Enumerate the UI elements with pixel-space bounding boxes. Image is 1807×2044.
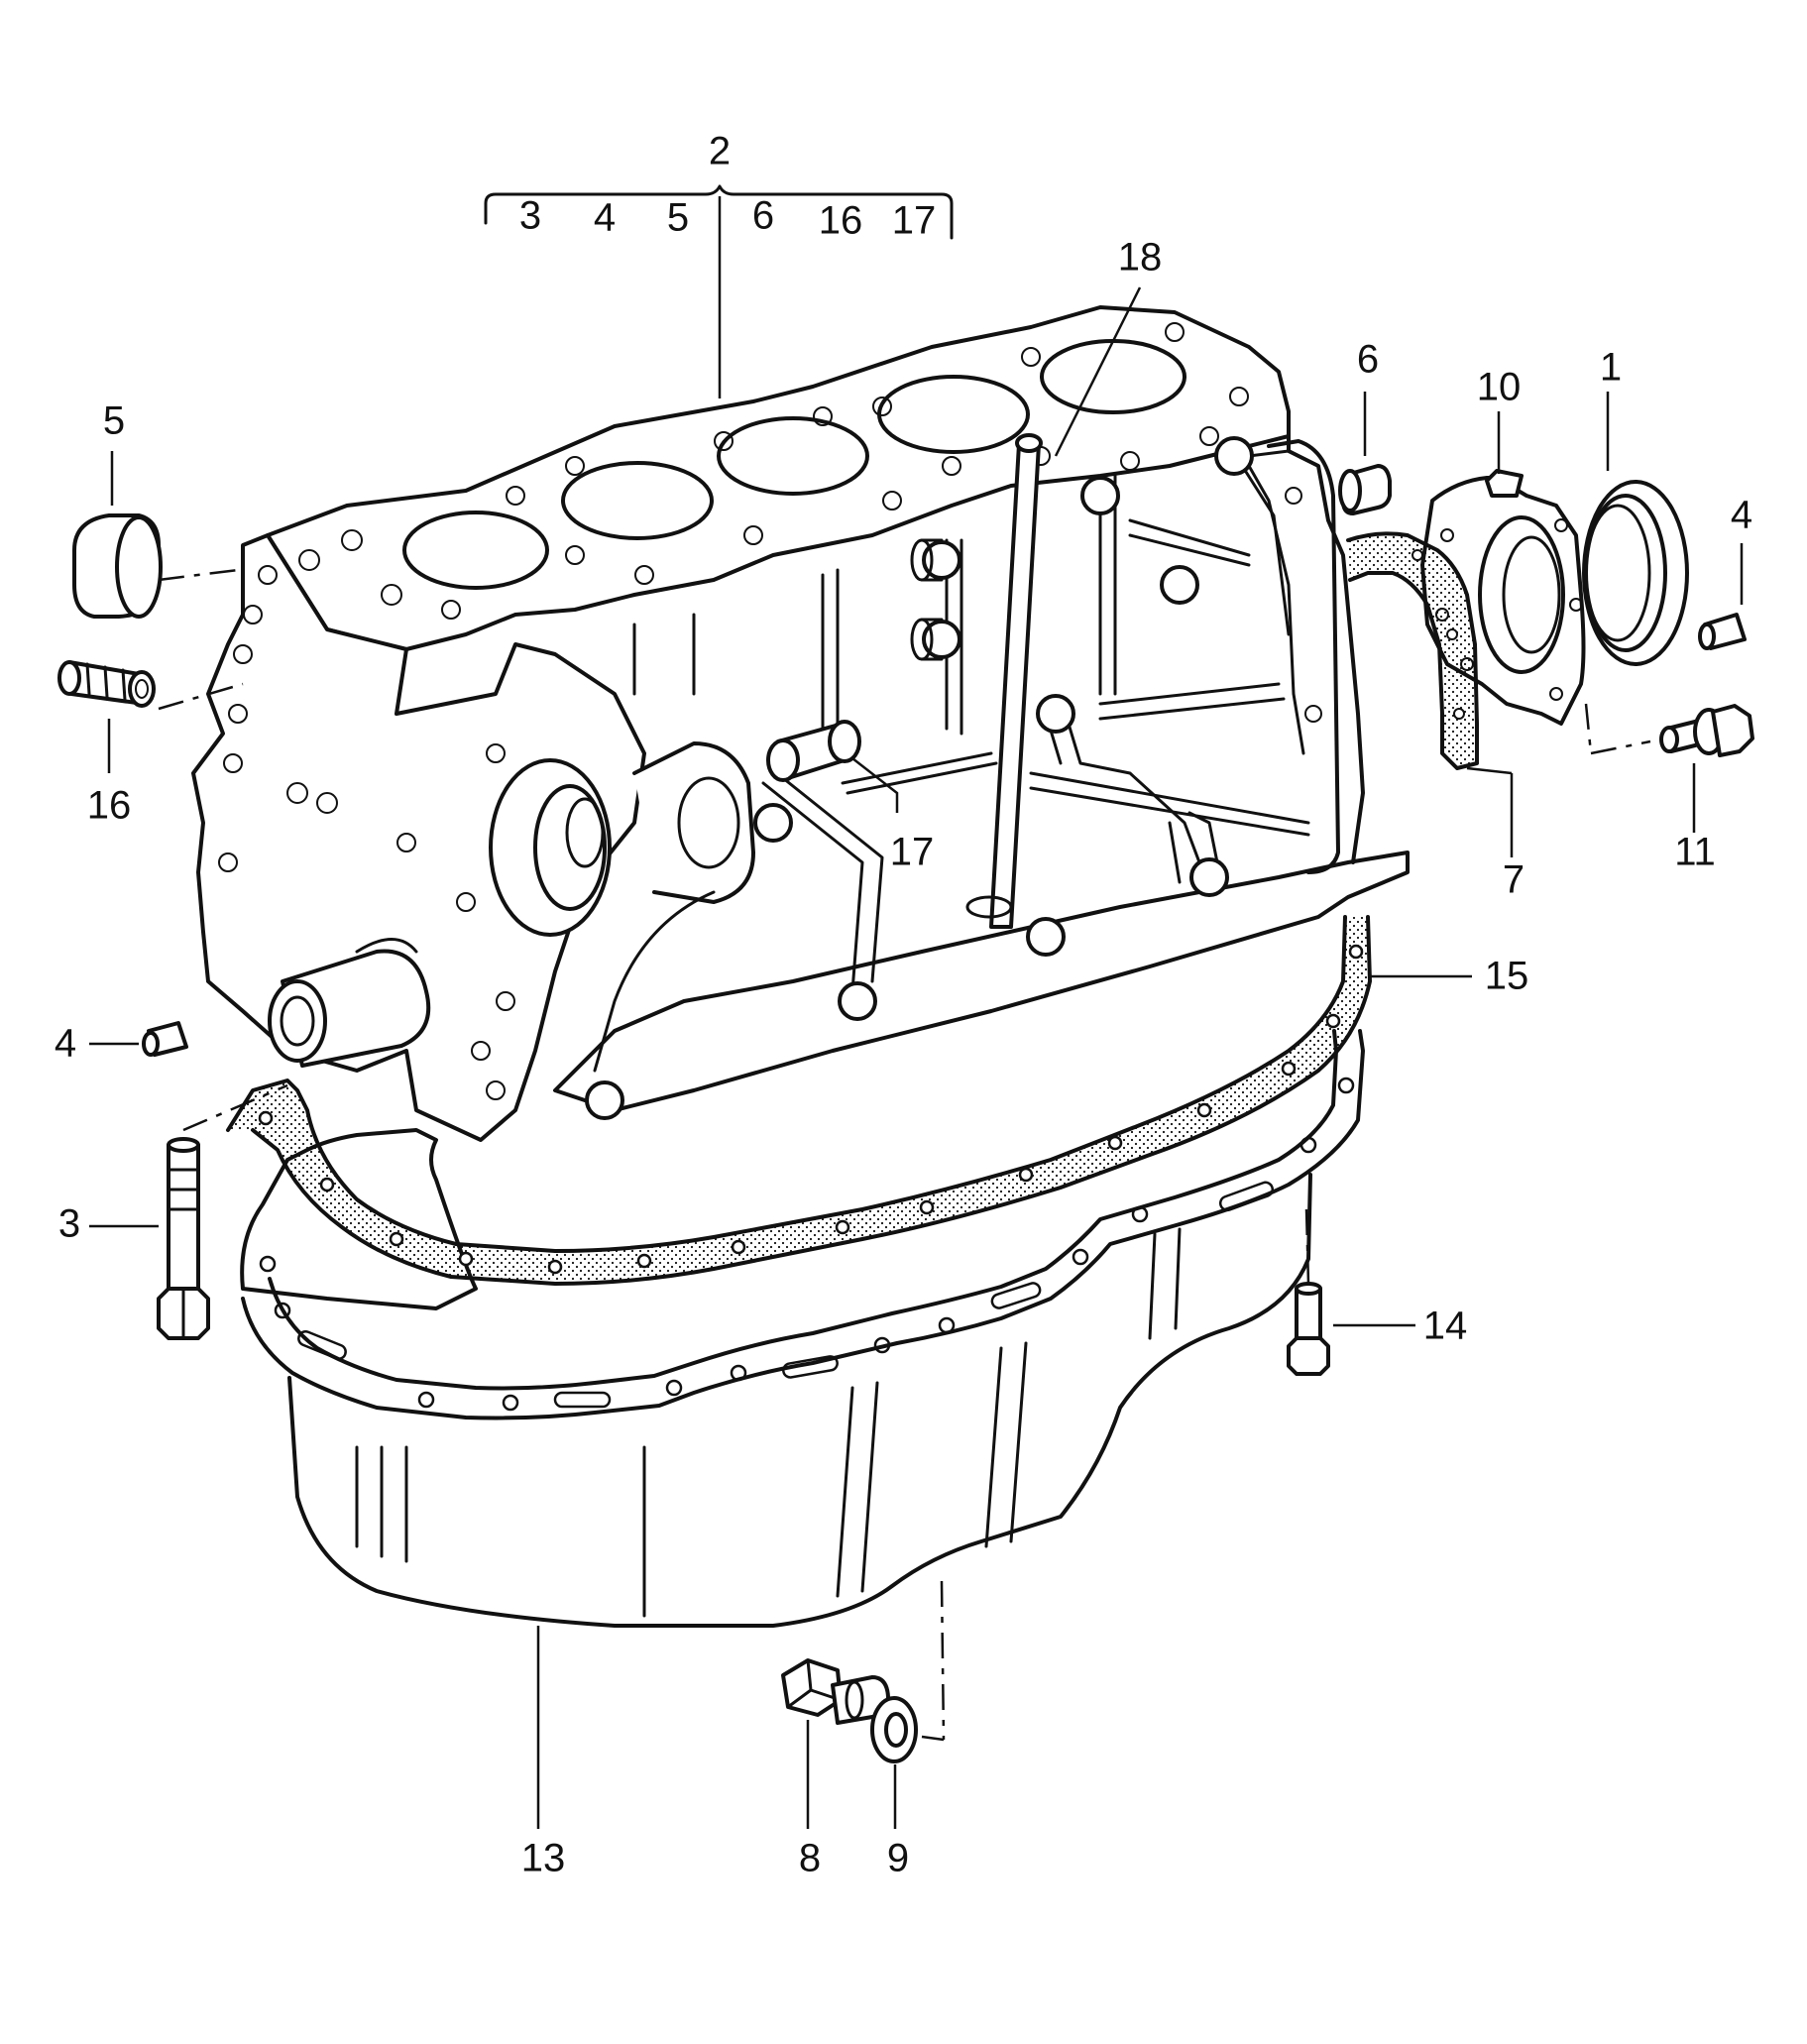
label-part-14: 14	[1423, 1305, 1468, 1348]
label-group-item-4: 4	[594, 196, 616, 240]
label-group-2: 2	[709, 130, 731, 173]
leader-lines	[89, 286, 1744, 1829]
label-part-15: 15	[1485, 955, 1529, 998]
part-1-seal-ring	[1582, 480, 1689, 666]
label-part-13: 13	[521, 1837, 566, 1880]
part-8-drain-plug	[781, 1658, 890, 1725]
label-group-item-17: 17	[892, 199, 937, 243]
label-group-item-6: 6	[752, 194, 774, 238]
oil-pan-gasket	[226, 915, 1372, 1286]
label-part-4-left: 4	[55, 1022, 76, 1066]
part-14-bolt	[1287, 1208, 1330, 1376]
label-part-9: 9	[887, 1837, 909, 1880]
part-labels: 2 3 4 5 6 16 17 18 5 16 17 6 10 1 4 11 7…	[55, 130, 1752, 1880]
label-part-7: 7	[1503, 858, 1525, 902]
part-4-pin-left	[142, 1021, 188, 1057]
part-6-plug	[1338, 464, 1392, 515]
part-3-bolt	[157, 1083, 288, 1340]
part-5-plug	[72, 513, 239, 619]
label-group-item-5: 5	[667, 196, 689, 240]
label-part-10: 10	[1477, 366, 1522, 409]
label-part-18: 18	[1118, 236, 1163, 280]
part-4-pin-right	[1698, 613, 1747, 650]
label-part-4-right: 4	[1731, 494, 1752, 537]
label-part-16: 16	[87, 784, 132, 828]
group-bracket	[484, 184, 954, 398]
part-16-sleeve	[57, 660, 244, 711]
part-9-washer	[870, 1580, 946, 1763]
label-part-6: 6	[1357, 338, 1379, 382]
label-part-11: 11	[1674, 831, 1716, 874]
label-group-item-3: 3	[519, 194, 541, 238]
label-part-1: 1	[1600, 346, 1622, 390]
label-part-17: 17	[890, 831, 935, 874]
label-part-8: 8	[799, 1837, 821, 1880]
label-part-5: 5	[103, 399, 125, 443]
label-group-item-16: 16	[819, 199, 863, 243]
cylinder-block	[191, 305, 1410, 1142]
label-part-3: 3	[58, 1202, 80, 1246]
part-11-bolt	[1584, 703, 1754, 757]
part-7-gasket	[1346, 531, 1479, 770]
